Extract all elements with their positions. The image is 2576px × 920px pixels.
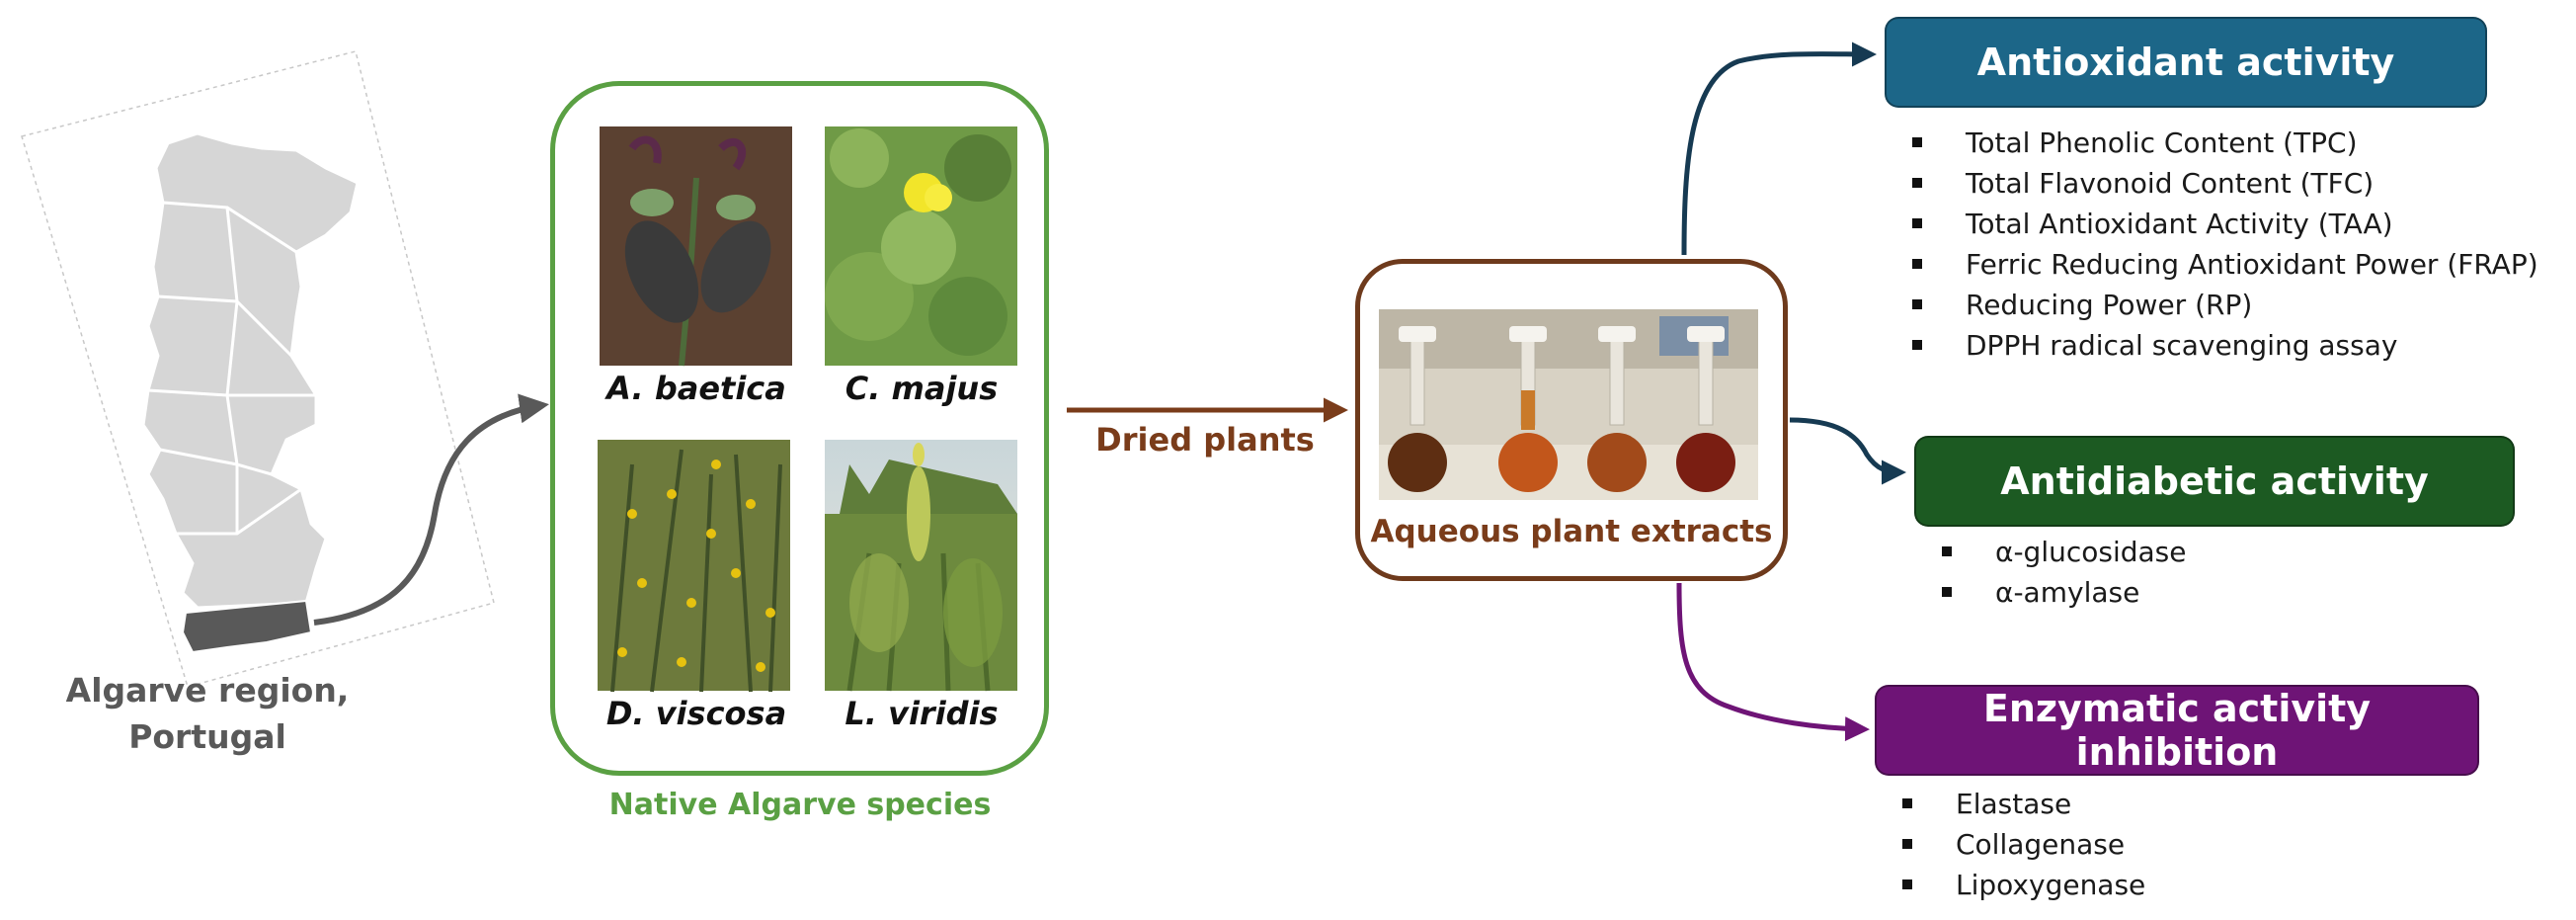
extracts-label: Aqueous plant extracts: [1370, 514, 1773, 549]
species-name-l-viridis: L. viridis: [845, 695, 999, 732]
antioxidant-title: Antioxidant activity: [1976, 41, 2395, 84]
arrow-to-enzymatic: [1676, 582, 1870, 742]
portugal-map: [21, 50, 495, 688]
extracts-panel: [1355, 259, 1788, 581]
map-label-line2: Portugal: [128, 717, 286, 756]
list-item: α-glucosidase: [1936, 532, 2187, 572]
extract-flasks-photo: [1379, 309, 1758, 500]
enzymatic-assay-list: Elastase Collagenase Lipoxygenase: [1896, 784, 2145, 905]
enzymatic-inhibition-box: Enzymatic activity inhibition: [1875, 685, 2479, 776]
list-item: α-amylase: [1936, 572, 2187, 613]
portugal-mainland-shape: [141, 131, 360, 610]
list-item: Collagenase: [1896, 824, 2145, 865]
antioxidant-activity-box: Antioxidant activity: [1885, 17, 2487, 108]
list-item: Total Phenolic Content (TPC): [1906, 123, 2538, 163]
arrow-map-to-species: [313, 393, 549, 626]
antidiabetic-assay-list: α-glucosidase α-amylase: [1936, 532, 2187, 613]
map-label: Algarve region, Portugal: [59, 667, 356, 760]
species-panel: [550, 81, 1049, 776]
arrow-to-antioxidant: [1681, 42, 1877, 256]
list-item: DPPH radical scavenging assay: [1906, 325, 2538, 366]
algarve-region-shape: [181, 599, 313, 654]
map-label-line1: Algarve region,: [65, 671, 350, 710]
plant-photo-d-viscosa: [598, 440, 790, 693]
species-caption: Native Algarve species: [608, 788, 992, 822]
list-item: Ferric Reducing Antioxidant Power (FRAP): [1906, 244, 2538, 285]
list-item: Total Antioxidant Activity (TAA): [1906, 204, 2538, 244]
list-item: Elastase: [1896, 784, 2145, 824]
list-item: Total Flavonoid Content (TFC): [1906, 163, 2538, 204]
plant-photo-l-viridis: [825, 440, 1017, 692]
list-item: Lipoxygenase: [1896, 865, 2145, 905]
species-name-d-viscosa: D. viscosa: [605, 695, 787, 732]
map-frame: [21, 50, 495, 688]
plant-photo-c-majus: [825, 126, 1017, 366]
arrow-to-antidiabetic: [1789, 417, 1906, 485]
species-name-c-majus: C. majus: [845, 370, 999, 407]
antidiabetic-title: Antidiabetic activity: [2000, 460, 2429, 503]
list-item: Reducing Power (RP): [1906, 285, 2538, 325]
plant-photo-a-baetica: [600, 126, 792, 367]
antidiabetic-activity-box: Antidiabetic activity: [1914, 436, 2515, 527]
portugal-district-lines: [147, 201, 316, 536]
dried-plants-label: Dried plants: [1095, 421, 1315, 459]
enzymatic-title: Enzymatic activity inhibition: [1982, 687, 2372, 774]
antioxidant-assay-list: Total Phenolic Content (TPC) Total Flavo…: [1906, 123, 2538, 366]
species-name-a-baetica: A. baetica: [606, 370, 786, 407]
